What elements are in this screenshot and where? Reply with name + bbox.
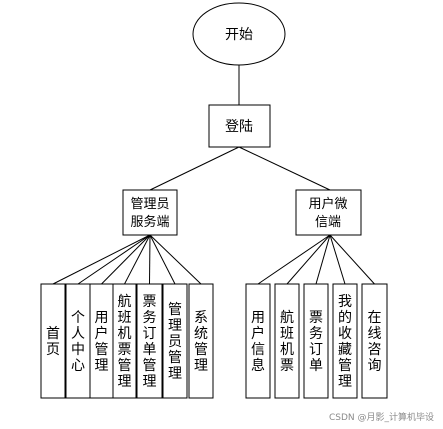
leaf-node: 个人中心 (65, 283, 91, 399)
leaf-node: 航班机票管理 (112, 283, 137, 399)
connector-line (329, 234, 375, 285)
leaf-label: 航班机票管理 (118, 294, 132, 390)
leaf-node: 在线咨询 (361, 283, 388, 399)
leaf-node: 我的收藏管理 (332, 283, 358, 399)
leaf-label: 用户管理 (95, 310, 109, 374)
leaf-node: 票务订单管理 (136, 283, 163, 399)
leaf-node: 航班机票 (274, 283, 300, 399)
connector-line (52, 234, 151, 285)
login-node: 登陆 (208, 104, 271, 148)
admin-server-node: 管理员 服务端 (122, 189, 178, 236)
connector-lines (52, 65, 375, 285)
leaf-node: 用户管理 (89, 283, 114, 399)
connector-line (124, 234, 151, 285)
user-wechat-label-line1: 用户微 (308, 196, 347, 212)
connector-line (257, 234, 331, 285)
leaf-label: 航班机票 (280, 310, 294, 374)
start-node: 开始 (192, 2, 286, 66)
connector-line (149, 234, 151, 285)
leaf-node: 票务订单 (303, 283, 329, 399)
connector-line (77, 234, 151, 285)
leaf-label: 在线咨询 (368, 310, 382, 374)
connector-line (149, 234, 176, 285)
leaf-node: 首页 (40, 283, 66, 399)
leaf-label: 票务订单管理 (143, 294, 157, 390)
leaf-node: 管理员管理 (162, 283, 188, 399)
leaf-label: 个人中心 (71, 310, 85, 374)
user-wechat-node: 用户微 信端 (295, 189, 362, 236)
connector-line (329, 234, 346, 285)
leaf-label: 管理员管理 (168, 302, 182, 382)
leaf-label: 系统管理 (194, 310, 208, 374)
admin-server-label-line1: 管理员 (130, 197, 169, 212)
admin-server-label-line2: 服务端 (130, 214, 169, 230)
connector-line (315, 234, 331, 285)
start-label: 开始 (225, 27, 253, 43)
connector-line (286, 234, 331, 285)
leaf-label: 票务订单 (309, 310, 323, 374)
watermark: CSDN @月影_计算机毕设 (329, 411, 434, 423)
connector-line (149, 234, 202, 285)
leaf-node: 用户信息 (245, 283, 271, 399)
leaf-label: 用户信息 (251, 310, 265, 374)
leaf-label: 我的收藏管理 (338, 294, 352, 390)
login-label: 登陆 (225, 119, 253, 135)
user-wechat-label-line2: 信端 (315, 215, 341, 230)
connector-line (101, 234, 151, 285)
leaf-label: 首页 (46, 326, 60, 358)
leaf-node: 系统管理 (188, 283, 214, 399)
